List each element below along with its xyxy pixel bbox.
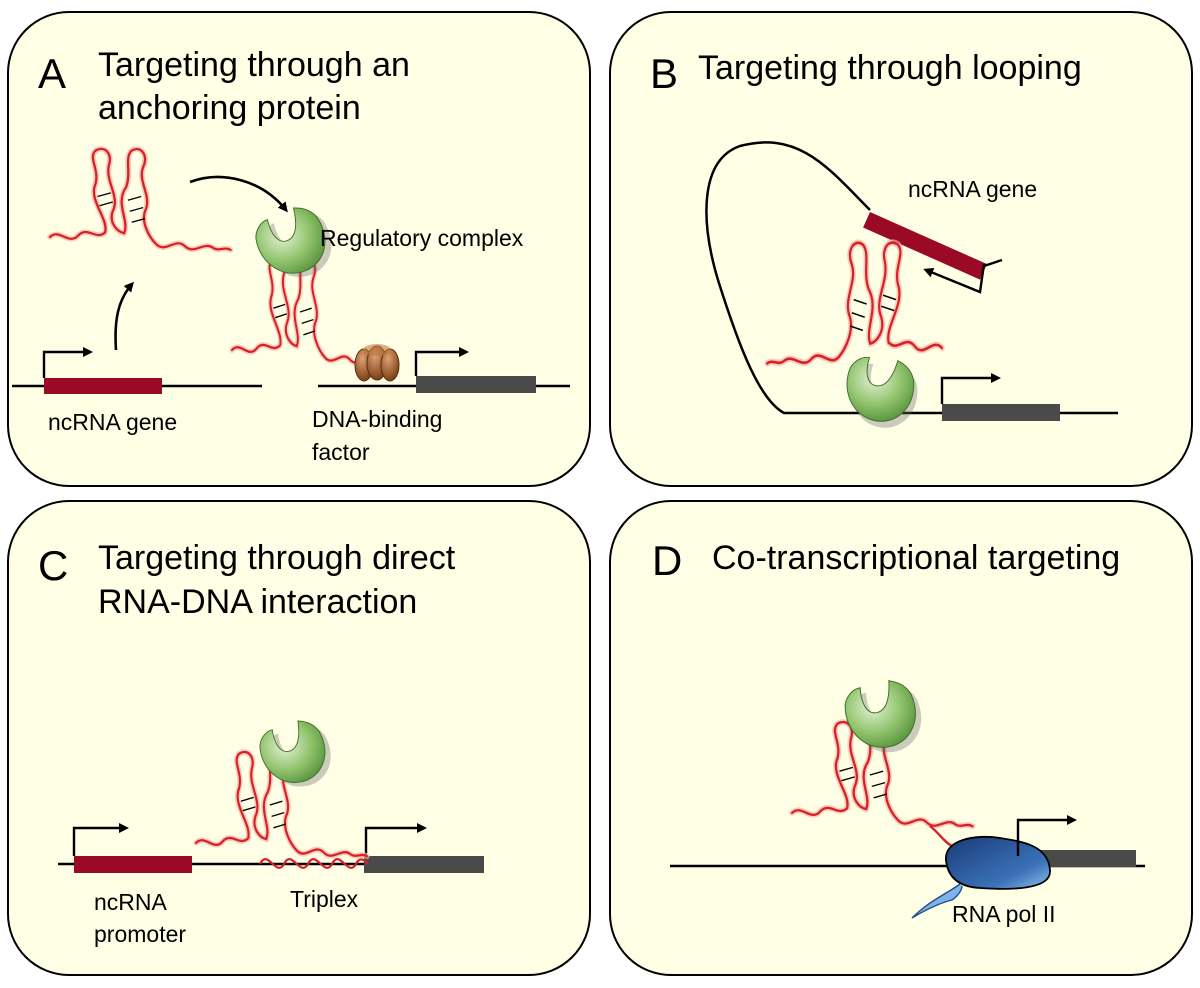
panel-a-letter: A [38,50,67,97]
label-ncrna-promoter-2: promoter [94,921,187,947]
label-rna-pol-ii: RNA pol II [952,901,1056,927]
label-dna-binding-2: factor [312,439,370,465]
panel-d-letter: D [652,537,683,584]
panel-b-art [705,141,1118,434]
dna-binding-factor [354,344,400,382]
label-dna-binding-1: DNA-binding [312,406,443,432]
label-triplex: Triplex [290,886,359,912]
panel-a-title-line2: anchoring protein [98,89,361,127]
label-ncrna-gene-a: ncRNA gene [48,409,178,435]
ncrna-gene-bar [44,378,162,394]
panel-b-title: Targeting through looping [698,49,1082,87]
label-regulatory-complex: Regulatory complex [320,225,524,251]
panel-a-title-line1: Targeting through an [98,46,410,84]
panel-d-art [670,675,1145,919]
rna-pol-ii [911,835,1051,919]
panel-b-letter: B [650,50,679,97]
panel-d-title: Co-transcriptional targeting [712,539,1121,577]
panel-c-letter: C [38,542,69,589]
panel-a-art [12,149,570,394]
panel-c-title-line2: RNA-DNA interaction [98,583,418,621]
label-ncrna-promoter-1: ncRNA [94,889,167,915]
label-ncrna-gene-b: ncRNA gene [908,176,1038,202]
target-gene-bar [416,376,536,393]
panel-c-title-line1: Targeting through direct [98,539,456,577]
panel-c-art [58,714,484,873]
